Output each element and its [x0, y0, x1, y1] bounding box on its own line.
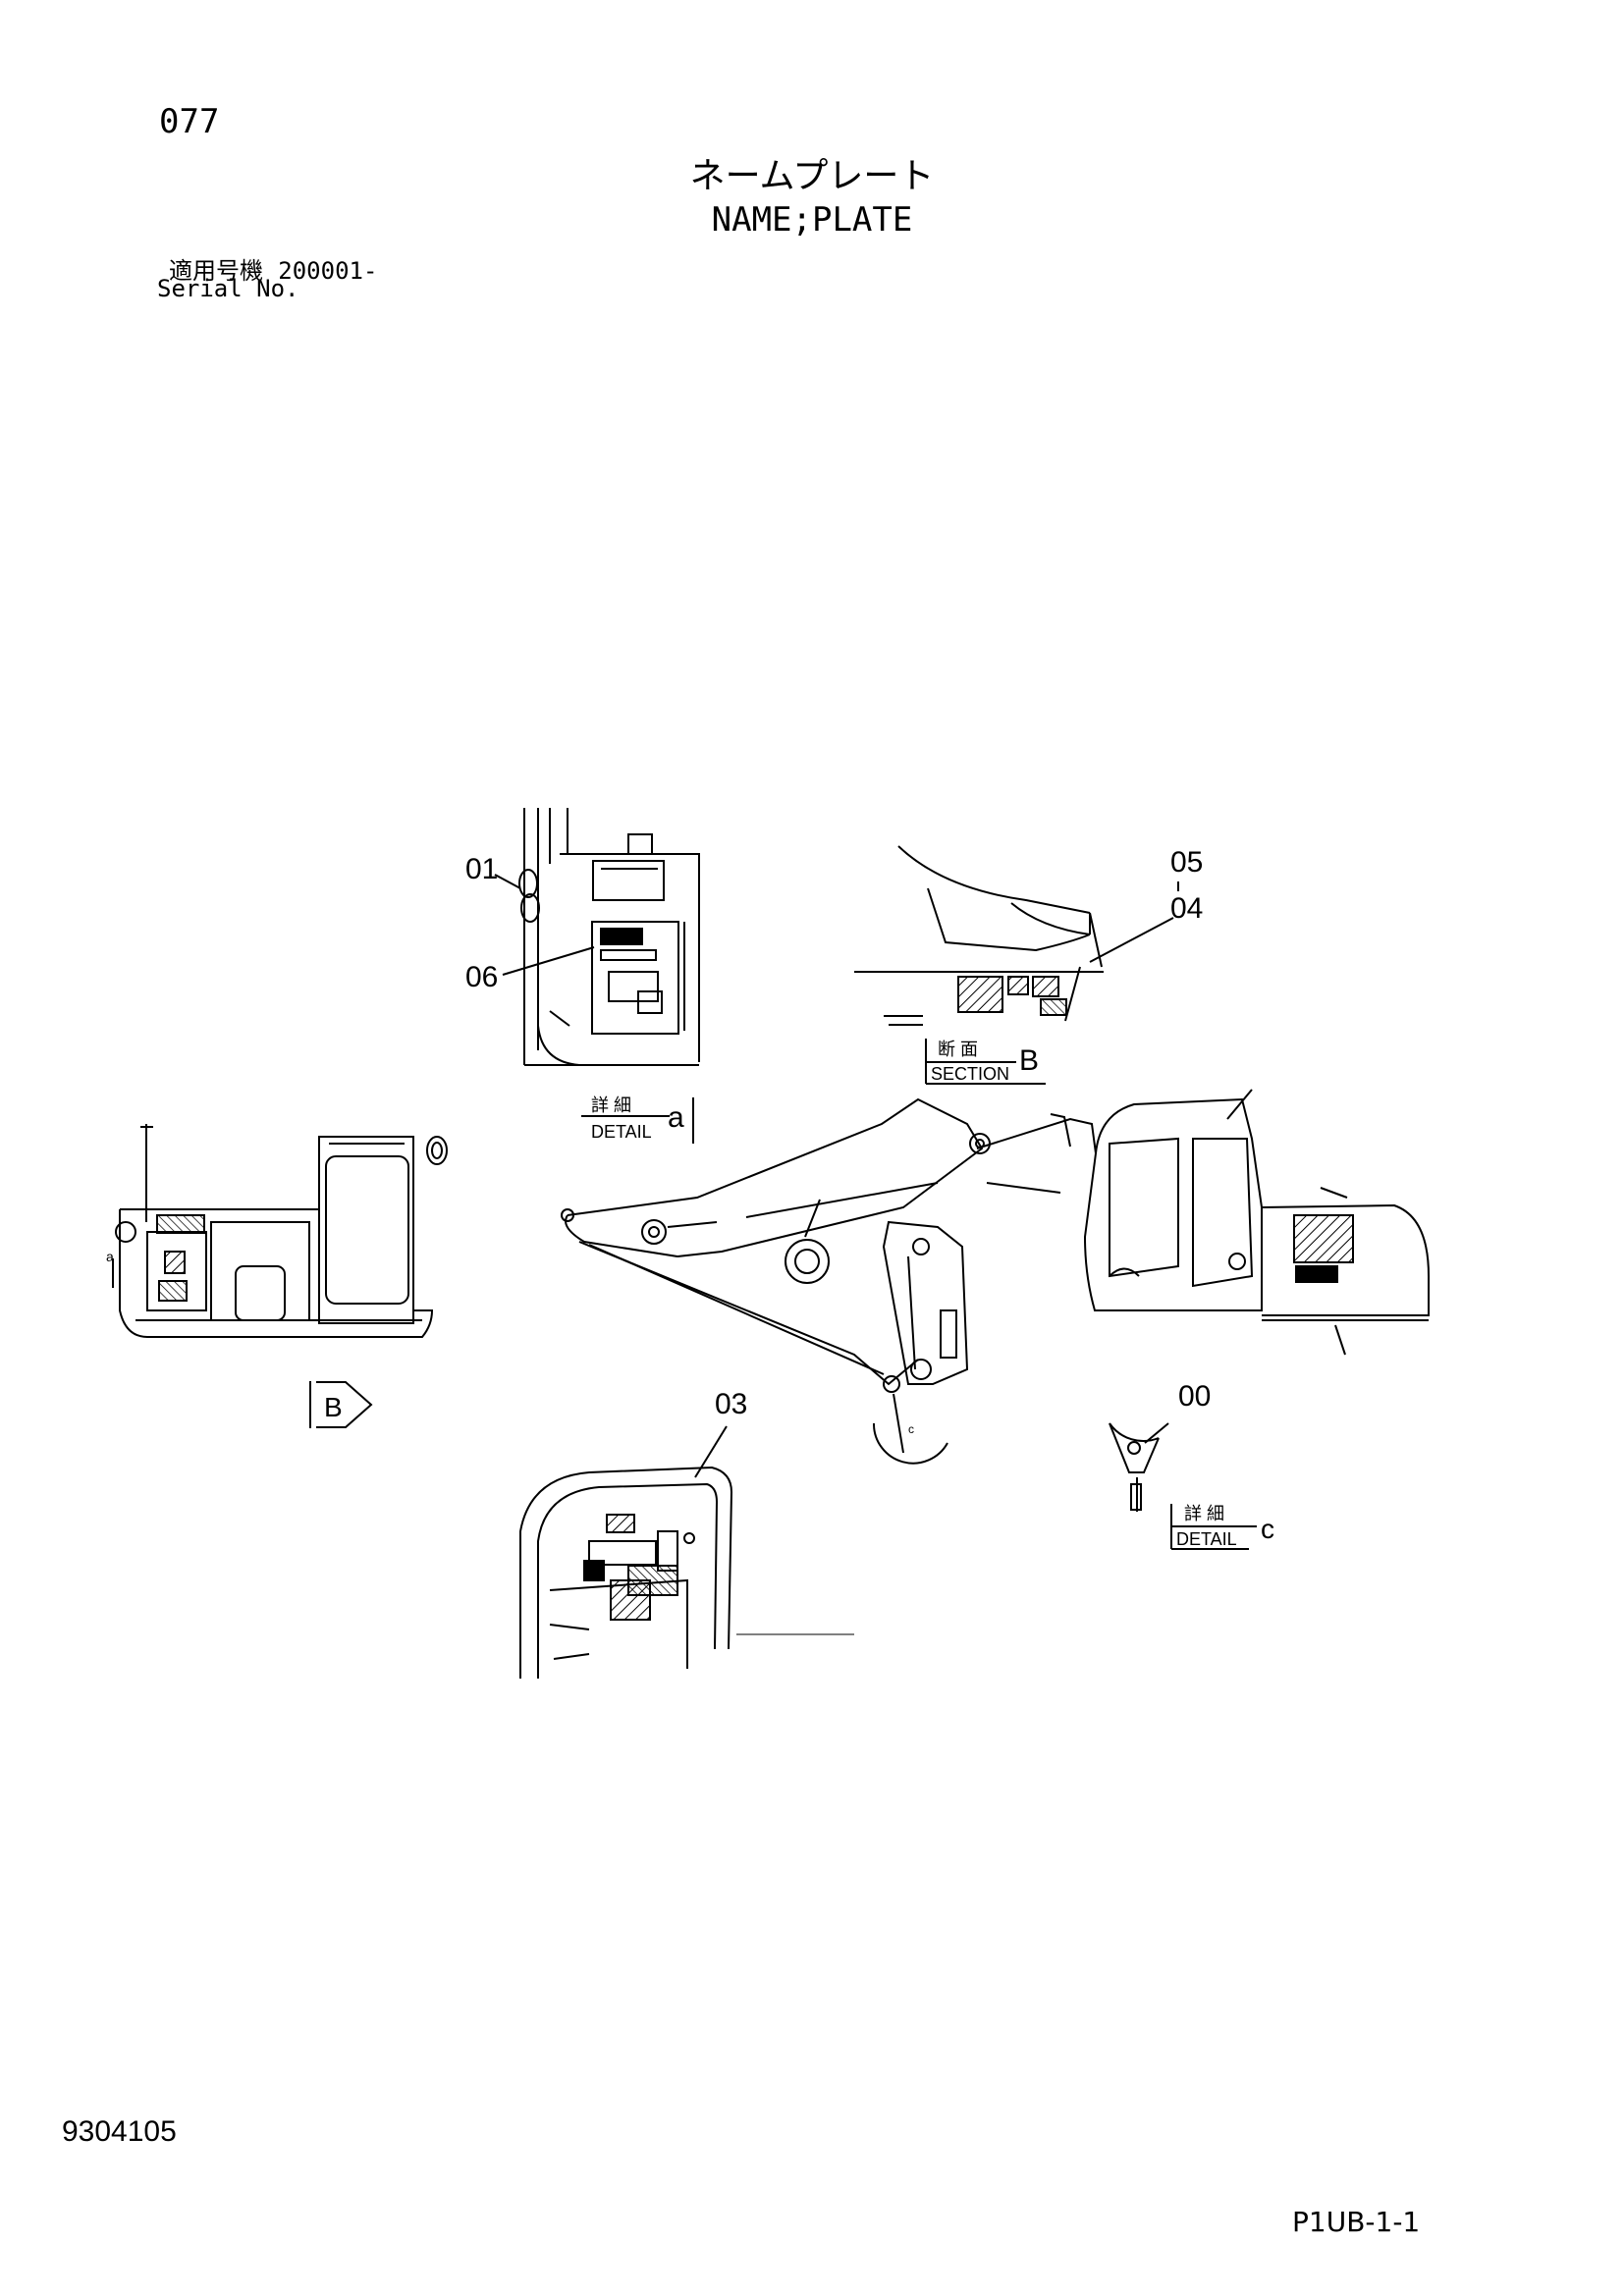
section-b-label: 断 面 SECTION B — [925, 1039, 1046, 1085]
serial-label-japanese: 適用号機 200001- — [169, 251, 377, 286]
detail-a-letter: a — [668, 1101, 684, 1134]
callout-01: 01 — [465, 853, 498, 885]
serial-label-jp: 適用号機 — [169, 257, 263, 285]
detail-c-label: 詳 細 DETAIL c — [1170, 1504, 1274, 1550]
view-b-letter: B — [324, 1392, 343, 1422]
detail-c-jp: 詳 細 — [1184, 1504, 1224, 1523]
mark-a: a — [106, 1249, 114, 1264]
document-number: 9304105 — [62, 2115, 177, 2148]
detail-c-drawing — [1109, 1422, 1169, 1512]
detail-c-letter: c — [1261, 1514, 1274, 1544]
excavator-drawing — [561, 1089, 1430, 1465]
detail-a-drawing — [494, 808, 700, 1066]
serial-value: 200001- — [278, 257, 378, 285]
mark-c: c — [908, 1422, 914, 1436]
section-b-en: SECTION — [931, 1064, 1009, 1084]
title-japanese: ネームプレート — [689, 156, 935, 196]
callout-05: 05 — [1170, 846, 1203, 879]
detail-c-en: DETAIL — [1176, 1529, 1237, 1549]
callout-03: 03 — [715, 1388, 747, 1420]
view-b-arrow: B — [309, 1381, 373, 1428]
detail-a-en: DETAIL — [591, 1122, 652, 1142]
section-b-drawing — [854, 845, 1179, 1026]
page-number: 077 — [159, 102, 220, 141]
rear-view-drawing — [112, 1124, 448, 1338]
leader-03 — [694, 1425, 728, 1478]
callout-00: 00 — [1178, 1380, 1211, 1413]
title-english: NAME;PLATE — [711, 200, 913, 240]
cab-interior-drawing — [519, 1466, 733, 1679]
detail-a-label: 詳 細 DETAIL a — [581, 1095, 694, 1144]
section-b-letter: B — [1019, 1044, 1039, 1077]
serial-label-english: Serial No. — [157, 275, 299, 302]
detail-a-jp: 詳 細 — [591, 1095, 631, 1115]
section-b-jp: 断 面 — [938, 1040, 978, 1059]
page-reference: P1UB-1-1 — [1292, 2206, 1421, 2238]
callout-06: 06 — [465, 961, 498, 993]
callout-04: 04 — [1170, 892, 1203, 925]
